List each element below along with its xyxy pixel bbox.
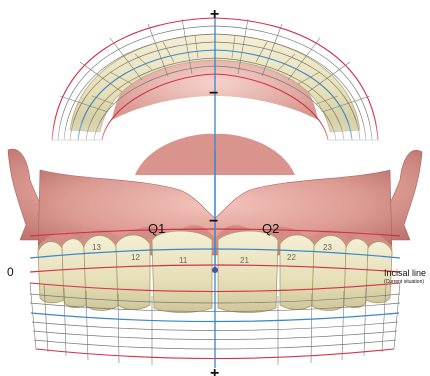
minus-mark-front: − bbox=[209, 213, 218, 230]
quadrant-label-q2: Q2 bbox=[262, 221, 279, 236]
tooth-number-12: 12 bbox=[131, 253, 140, 262]
tooth-11 bbox=[152, 231, 212, 313]
tooth-number-23: 23 bbox=[323, 243, 332, 252]
tooth-number-21: 21 bbox=[240, 256, 249, 265]
tooth-12 bbox=[116, 235, 150, 310]
tooth-number-13: 13 bbox=[92, 243, 101, 252]
zero-label: 0 bbox=[7, 265, 14, 279]
midline-point bbox=[212, 267, 218, 273]
tooth-22 bbox=[280, 235, 314, 310]
incisal-line-title: Incisal line bbox=[384, 268, 426, 278]
tooth-21 bbox=[218, 231, 278, 313]
quadrant-label-q1: Q1 bbox=[148, 221, 165, 236]
tooth-number-22: 22 bbox=[287, 253, 296, 262]
minus-mark-arch: − bbox=[209, 85, 218, 102]
incisal-line-note: (Current situation) bbox=[384, 279, 424, 285]
tooth-number-11: 11 bbox=[179, 256, 188, 265]
plus-mark-bottom: + bbox=[210, 365, 219, 376]
plus-mark-top: + bbox=[210, 6, 219, 23]
